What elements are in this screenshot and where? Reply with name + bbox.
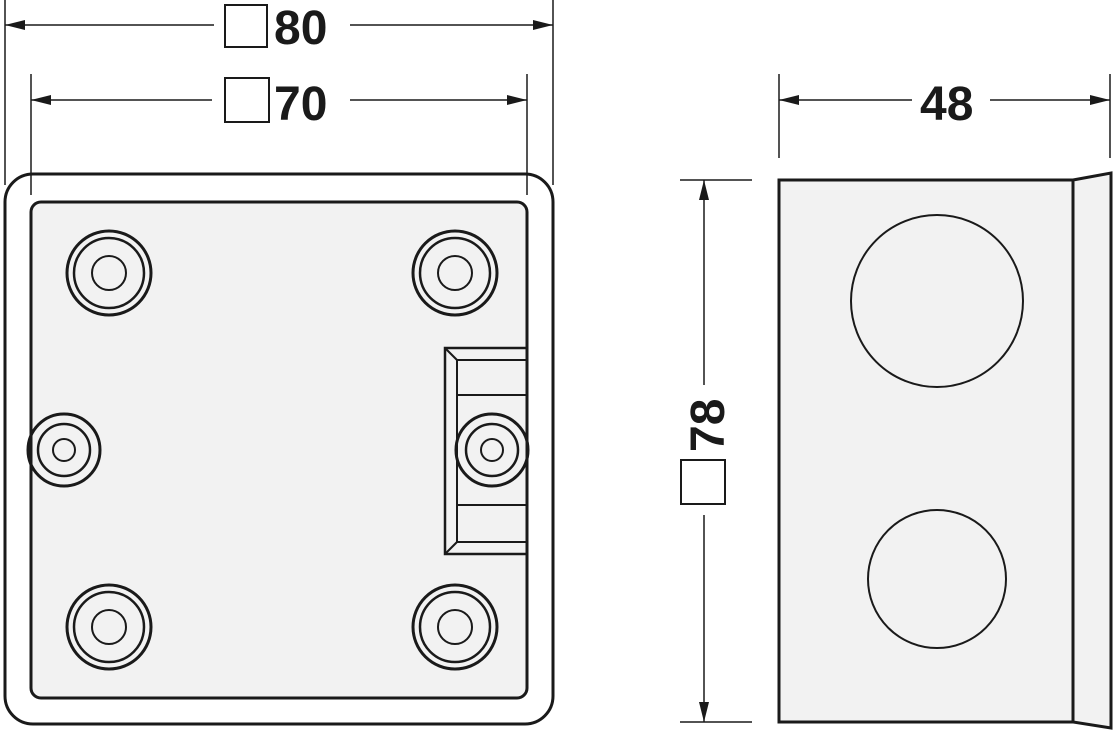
dimension-height: 78 [680,180,735,722]
housing-inner-plate [29,200,529,700]
square-symbol [680,459,726,505]
screw-boss-bottom-right [411,583,499,671]
screw-boss-middle-left [26,412,102,488]
dimension-inner-width: 70 [31,77,527,131]
square-symbol [224,77,270,123]
square-symbol [224,4,268,48]
side-cover-flange [1071,171,1113,730]
dimension-depth: 48 [779,78,1110,131]
outer-width-value: 80 [274,2,327,55]
front-view: 80 70 [3,0,555,726]
dimension-outer-width: 80 [5,2,553,55]
side-hole-large [850,214,1024,388]
screw-boss-top-left [65,229,153,317]
height-value: 78 [682,399,735,452]
depth-value: 48 [920,78,973,131]
side-housing-body [777,178,1075,724]
screw-boss-top-right [411,229,499,317]
inner-width-value: 70 [274,78,327,131]
bolt-slot [443,346,530,556]
bolt-head [454,412,530,488]
side-hole-small [867,509,1007,649]
screw-boss-bottom-left [65,583,153,671]
side-view: 48 78 [680,74,1113,730]
housing-outer-outline [3,172,555,726]
